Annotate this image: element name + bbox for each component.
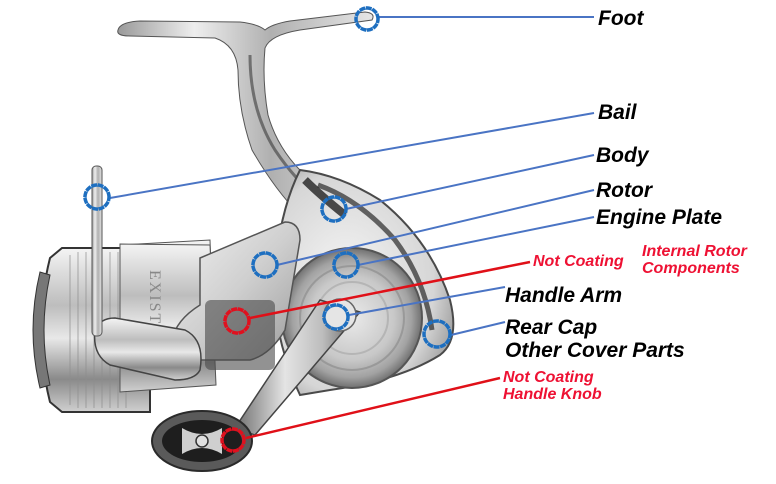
label-rear-cap: Rear Cap: [505, 316, 598, 339]
label-foot: Foot: [598, 7, 644, 30]
callout-line-rotor: [276, 189, 595, 266]
marker-internal-rotor: [223, 307, 251, 335]
reel-handle-knob: [151, 410, 253, 472]
label-rotor: Rotor: [596, 179, 652, 202]
label-handle-knob: Handle Knob: [503, 386, 602, 403]
callout-line-engine-plate: [357, 216, 595, 266]
label-not-coating-knob: Not Coating: [503, 369, 594, 386]
marker-body: [320, 195, 348, 223]
label-bail: Bail: [598, 101, 637, 124]
brand-logo: EXIST: [146, 270, 163, 325]
label-other-cover-parts: Other Cover Parts: [505, 339, 685, 362]
label-engine-plate: Engine Plate: [596, 206, 723, 229]
label-internal-rotor-line1: Internal Rotor: [642, 243, 747, 260]
callout-line-handle-knob: [245, 376, 501, 440]
marker-rotor: [251, 251, 279, 279]
marker-bail: [83, 183, 111, 211]
callout-line-rear-cap: [450, 321, 506, 336]
callout-line-bail: [109, 112, 595, 199]
callout-line-handle-arm: [348, 286, 506, 316]
callout-markers: [83, 6, 452, 453]
callout-lines: [109, 16, 595, 440]
reel-bail-wire: [91, 165, 103, 337]
marker-rear-cap: [422, 319, 452, 349]
label-internal-rotor-line2: Components: [642, 260, 740, 277]
callout-line-body: [345, 154, 595, 210]
marker-engine-plate: [332, 251, 360, 279]
callout-line-internal-rotor: [249, 260, 531, 320]
marker-foot: [354, 6, 380, 32]
marker-handle-arm: [322, 303, 350, 331]
label-not-coating-internal: Not Coating: [533, 253, 624, 270]
marker-handle-knob: [220, 427, 246, 453]
reel-rotor: [93, 221, 301, 381]
label-handle-arm: Handle Arm: [505, 284, 623, 307]
label-body: Body: [596, 144, 649, 167]
